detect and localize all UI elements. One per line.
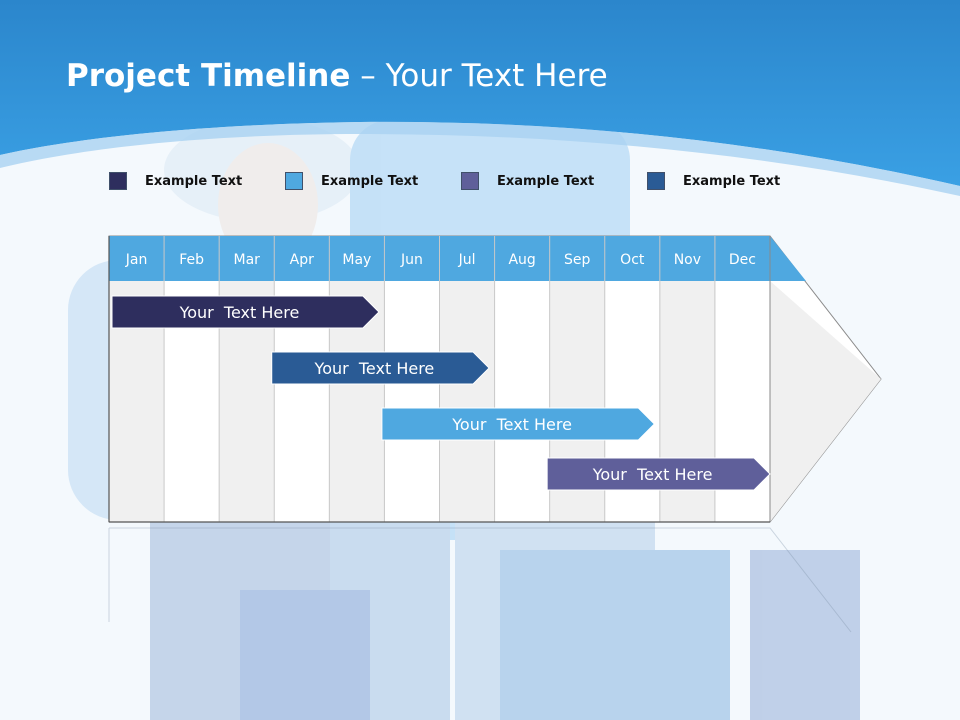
legend-swatch-2	[285, 172, 303, 190]
month-header-band	[109, 236, 806, 281]
month-label-jul: Jul	[458, 252, 476, 268]
legend-label-3: Example Text	[497, 173, 595, 189]
legend-item-3: Example Text	[461, 170, 594, 192]
month-label-may: May	[342, 252, 371, 268]
task-label-2: Your Text Here	[314, 359, 435, 378]
month-label-apr: Apr	[290, 252, 314, 268]
month-label-feb: Feb	[179, 252, 204, 268]
legend-item-4: Example Text	[647, 170, 780, 192]
legend-label-2: Example Text	[321, 173, 419, 189]
task-bar-2	[271, 351, 490, 385]
task-label-3: Your Text Here	[451, 415, 572, 434]
legend-label-4: Example Text	[683, 173, 781, 189]
month-label-nov: Nov	[674, 252, 701, 268]
legend-swatch-1	[109, 172, 127, 190]
month-column	[494, 281, 550, 522]
task-label-4: Your Text Here	[592, 465, 713, 484]
legend-swatch-4	[647, 172, 665, 190]
month-column	[439, 281, 495, 522]
month-label-aug: Aug	[508, 252, 535, 268]
title-rest: – Your Text Here	[350, 58, 608, 94]
legend-label-1: Example Text	[145, 173, 243, 189]
page-title: Project Timeline – Your Text Here	[66, 58, 608, 94]
legend-swatch-3	[461, 172, 479, 190]
task-bar-4	[546, 457, 771, 491]
legend-item-2: Example Text	[285, 170, 418, 192]
task-label-1: Your Text Here	[179, 303, 300, 322]
task-bar-1	[111, 295, 380, 329]
timeline-arrow-tip	[770, 281, 881, 522]
month-label-sep: Sep	[564, 252, 591, 268]
month-column	[384, 281, 440, 522]
title-bold: Project Timeline	[66, 58, 351, 94]
timeline-reflection	[108, 527, 852, 633]
month-label-jun: Jun	[400, 252, 423, 268]
task-bar-3	[381, 407, 656, 441]
month-label-jan: Jan	[125, 252, 148, 268]
legend-item-1: Example Text	[109, 170, 242, 192]
month-label-mar: Mar	[233, 252, 260, 268]
month-label-oct: Oct	[620, 252, 645, 268]
month-label-dec: Dec	[729, 252, 756, 268]
